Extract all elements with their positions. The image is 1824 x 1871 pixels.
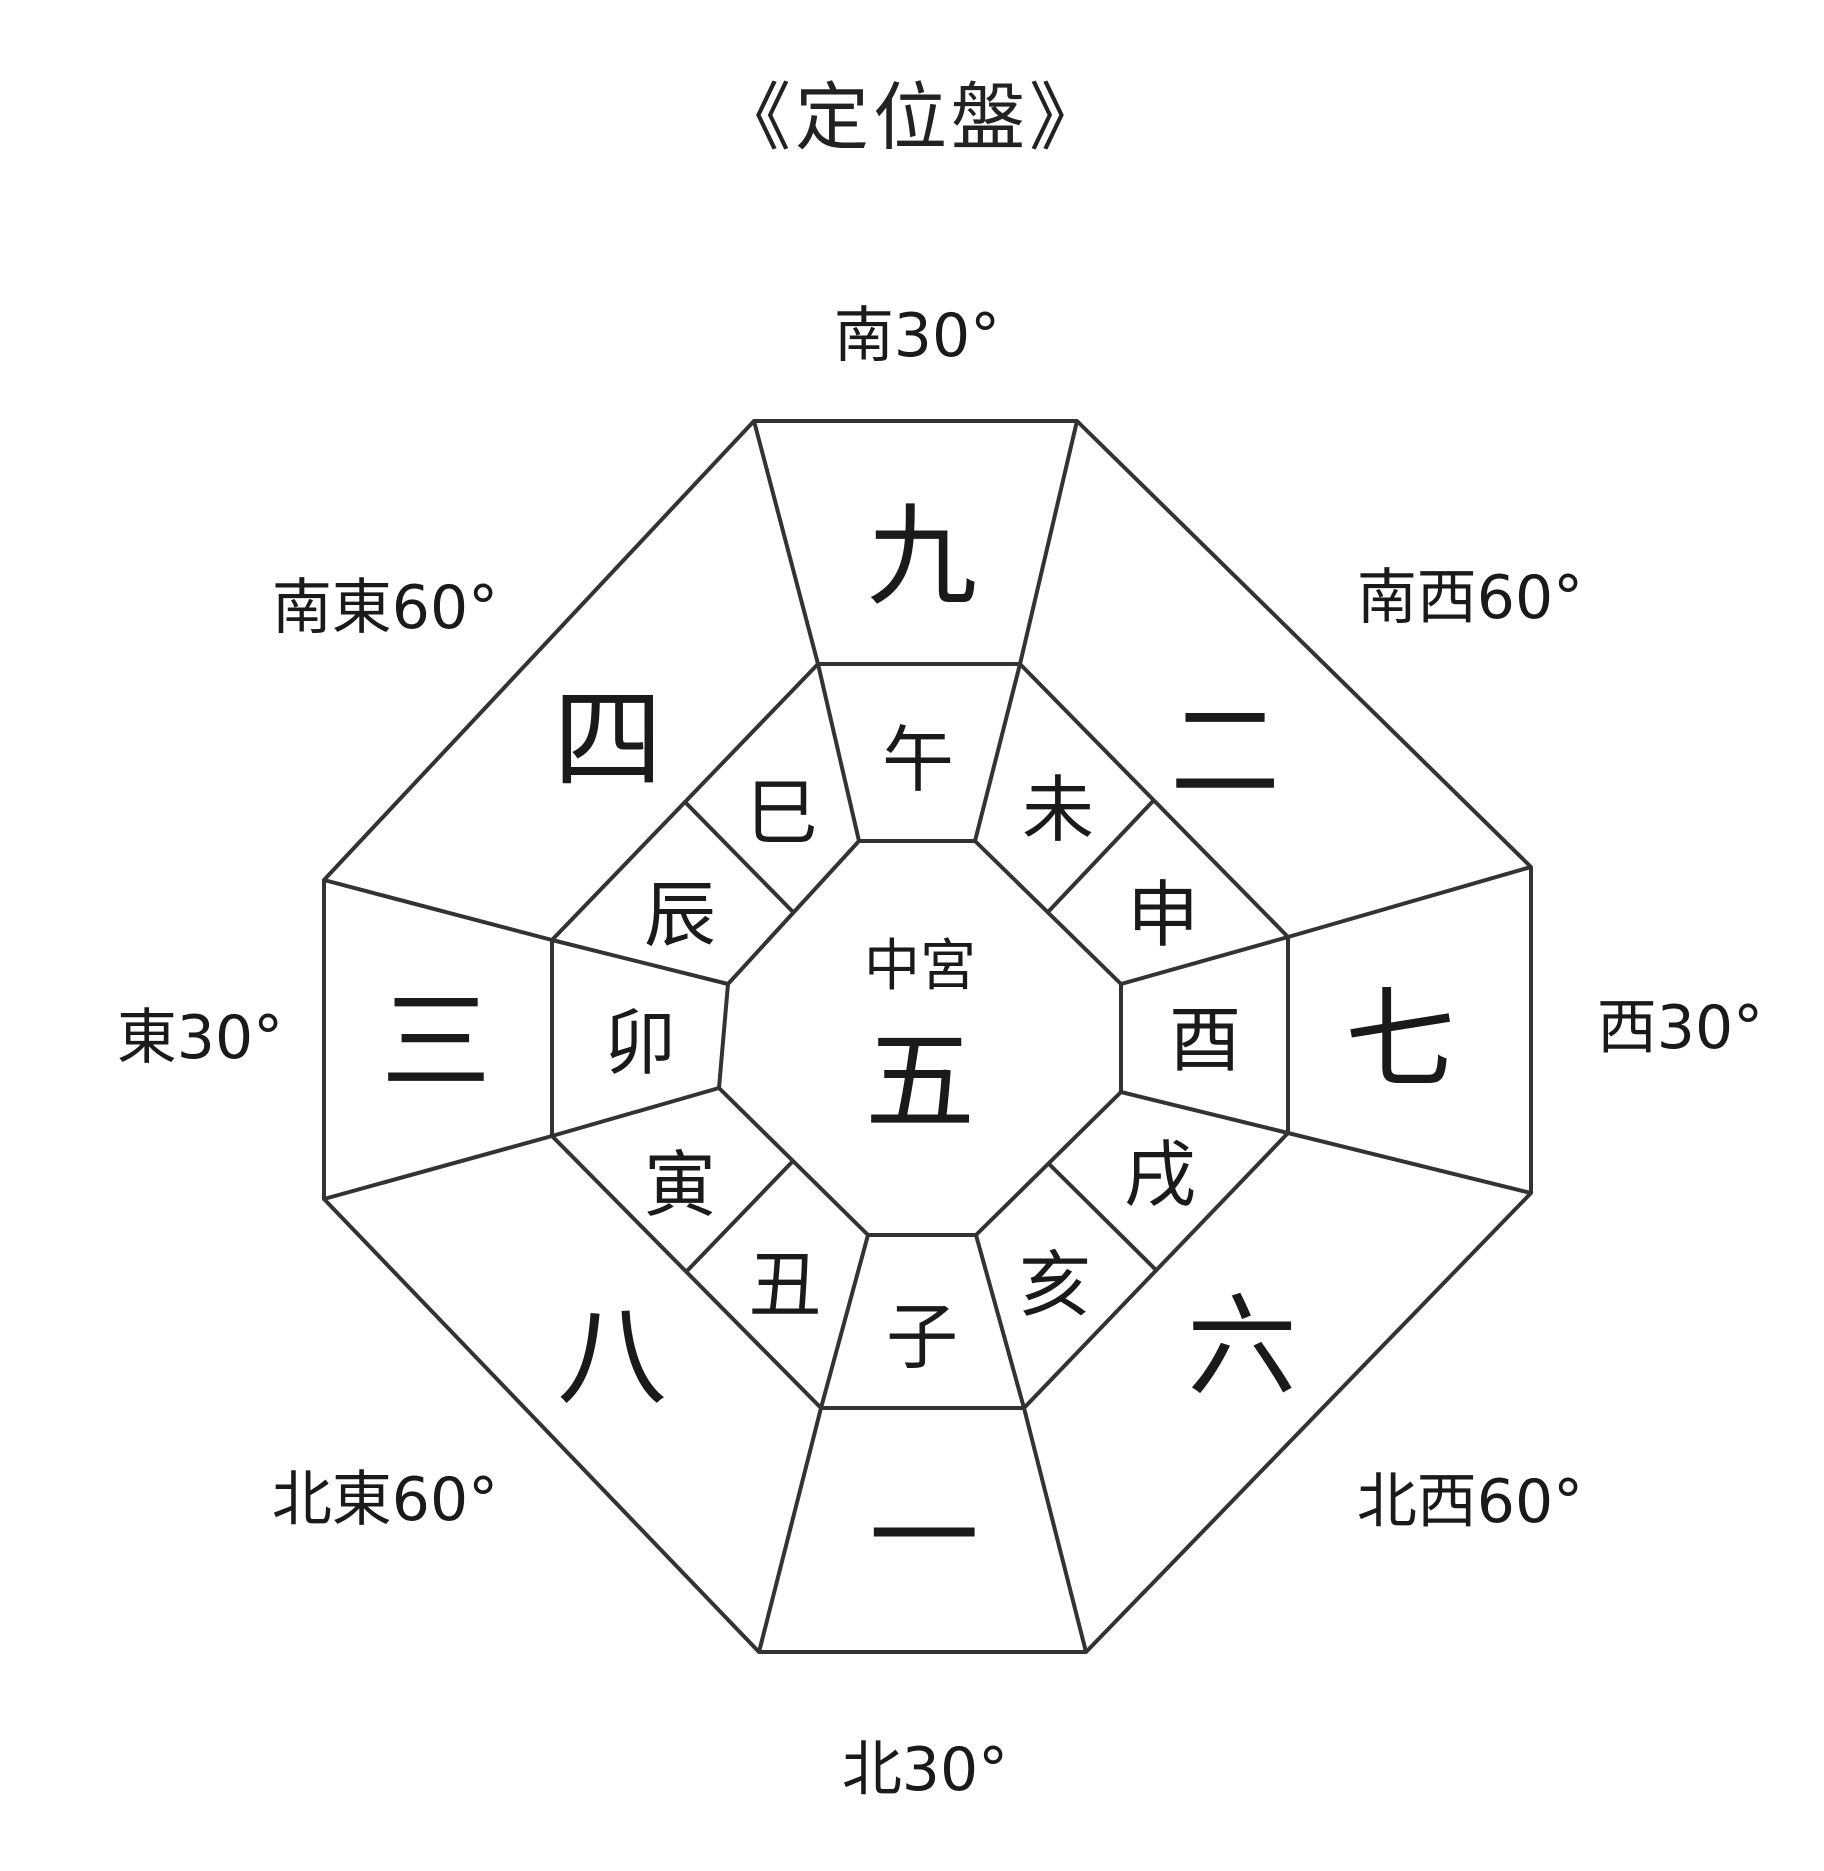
branch-wu: 午	[882, 718, 954, 802]
outer-ring-dividers	[323, 420, 1532, 1653]
branch-si: 巳	[746, 771, 818, 855]
cell-west-number: 七	[1345, 976, 1455, 1104]
cell-east-number: 三	[381, 978, 491, 1106]
diagram-title: 《定位盤》	[717, 75, 1107, 161]
cell-north-number: 一	[869, 1473, 979, 1601]
branch-ring-dividers	[551, 663, 1289, 1409]
branch-hai: 亥	[1019, 1243, 1091, 1327]
label-southwest: 南西60°	[1357, 563, 1583, 633]
label-north: 北30°	[842, 1735, 1008, 1805]
branch-chou: 丑	[749, 1243, 821, 1327]
label-east: 東30°	[117, 1003, 283, 1073]
branch-zi: 子	[886, 1295, 958, 1379]
label-northeast: 北東60°	[272, 1465, 498, 1535]
cell-south-number: 九	[867, 493, 977, 621]
label-northwest: 北西60°	[1357, 1467, 1583, 1537]
branch-you: 酉	[1169, 998, 1241, 1082]
branch-xu: 戌	[1124, 1133, 1196, 1217]
branch-wei: 未	[1022, 768, 1094, 852]
center-label: 中宮	[864, 934, 976, 999]
label-southeast: 南東60°	[272, 573, 498, 643]
cell-northeast-number: 八	[557, 1293, 667, 1421]
cell-southwest-number: 二	[1170, 688, 1280, 816]
branch-chen: 辰	[644, 873, 716, 957]
cell-northwest-number: 六	[1187, 1283, 1297, 1411]
branch-shen: 申	[1127, 873, 1199, 957]
branch-yin: 寅	[644, 1143, 716, 1227]
label-west: 西30°	[1597, 993, 1763, 1063]
center-number: 五	[865, 1018, 975, 1146]
branch-mao: 卯	[604, 1001, 676, 1085]
label-south: 南30°	[834, 301, 1000, 371]
cell-southeast-number: 四	[553, 676, 663, 804]
